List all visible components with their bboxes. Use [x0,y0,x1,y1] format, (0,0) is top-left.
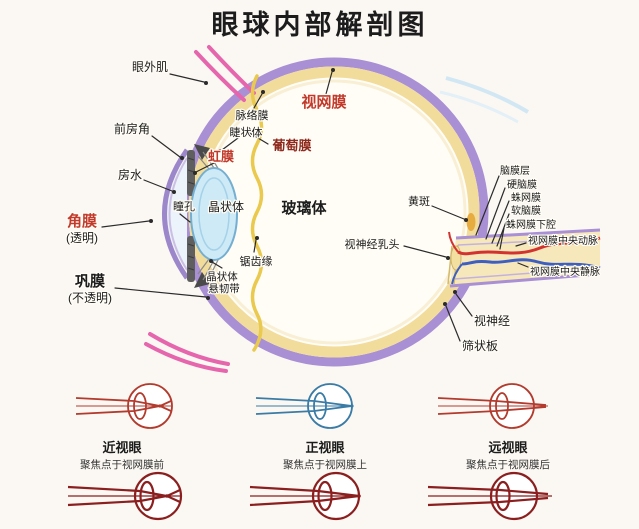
label-cornea: 角膜 [67,212,97,230]
label-cornea-note: (透明) [66,231,98,245]
label-ciliary-body: 睫状体 [230,125,263,139]
ora-serrata-line [250,74,264,352]
anatomy-labels: 眼外肌 视网膜 脉络膜 睫状体 前房角 虹膜 葡萄膜 房水 瞳孔 晶状体 玻璃体… [65,59,602,355]
ciliary-body-lower [194,272,210,288]
label-zonule-line1: 晶状体 [206,270,238,283]
muscle-stroke [148,332,230,366]
label-lamina-cribrosa: 筛状板 [462,338,498,353]
label-extraocular-muscle: 眼外肌 [132,60,168,74]
myopia-diagram-top [75,383,173,429]
muscle-stroke [207,45,256,95]
label-emmetropia-desc: 聚焦点于视网膜上 [283,458,367,471]
label-pia-mater: 软脑膜 [511,204,541,217]
central-retinal-vein [461,258,601,270]
label-macula: 黄斑 [408,194,430,208]
emmetropia-diagram-bottom [249,471,361,521]
label-anterior-chamber-angle: 前房角 [114,121,150,136]
label-aqueous-humor: 房水 [118,167,142,182]
label-hyperopia: 远视眼 [488,440,528,455]
artery-branch [448,231,459,253]
label-choroid: 脉络膜 [236,108,269,122]
label-lens: 晶状体 [208,200,244,214]
cornea-inner-arc [168,157,188,271]
anterior-segment [162,144,238,288]
hyperopia-diagram-top [437,383,548,429]
optic-nerve [447,228,601,288]
lens-body [190,167,238,261]
iris-lower [187,236,195,282]
macula-spot [466,213,476,231]
label-vitreous-body: 玻璃体 [281,199,327,217]
label-meningeal-layers: 脑膜层 [500,164,530,177]
muscle-stroke [144,342,228,373]
label-zonule-line2: 悬韧带 [208,283,240,295]
label-sclera: 巩膜 [75,272,105,290]
label-emmetropia: 正视眼 [305,440,345,455]
label-hyperopia-desc: 聚焦点于视网膜后 [466,458,550,471]
page-title: 眼球内部解剖图 [212,9,429,40]
label-subarachnoid-space: 蛛网膜下腔 [506,218,556,231]
muscle-stroke [194,50,246,102]
refraction-labels: 近视眼 聚焦点于视网膜前 正视眼 聚焦点于视网膜上 远视眼 聚焦点于视网膜后 [80,440,550,471]
emmetropia-diagram-top [255,383,354,429]
dura-sheath-line [455,228,601,240]
label-central-retinal-artery: 视网膜中央动脉 [528,234,598,247]
vein-branch [451,263,463,285]
dura-sheath-line [449,272,601,288]
label-pupil: 瞳孔 [173,199,195,213]
label-central-retinal-vein: 视网膜中央静脉 [530,265,600,278]
label-myopia: 近视眼 [102,440,142,455]
central-retinal-artery [457,236,601,256]
label-optic-disc: 视神经乳头 [345,237,400,251]
arachnoid-sheath-line [457,237,601,246]
pia-sheath-line [453,267,601,280]
iris-hatching [187,157,195,271]
label-optic-nerve: 视神经 [474,313,510,328]
light-ray-streak [445,76,530,114]
extraocular-muscles [144,45,256,373]
label-ora-serrata: 锯齿缘 [240,254,273,268]
label-sclera-note: (不透明) [68,291,112,305]
label-myopia-desc: 聚焦点于视网膜前 [80,458,164,471]
iris-upper [187,150,195,196]
cornea-arc [162,148,190,280]
myopia-diagram-bottom [67,471,183,521]
lens-core [198,177,230,251]
label-dura-mater: 硬脑膜 [507,178,537,191]
ciliary-body-upper [194,144,210,160]
light-ray-streak [439,90,519,124]
pointer-lines [101,68,529,342]
label-arachnoid: 蛛网膜 [511,191,541,204]
label-retina: 视网膜 [301,93,346,111]
label-uvea: 葡萄膜 [271,138,311,153]
label-iris: 虹膜 [208,149,234,164]
hyperopia-diagram-bottom [427,471,552,521]
anterior-chamber [167,156,187,272]
